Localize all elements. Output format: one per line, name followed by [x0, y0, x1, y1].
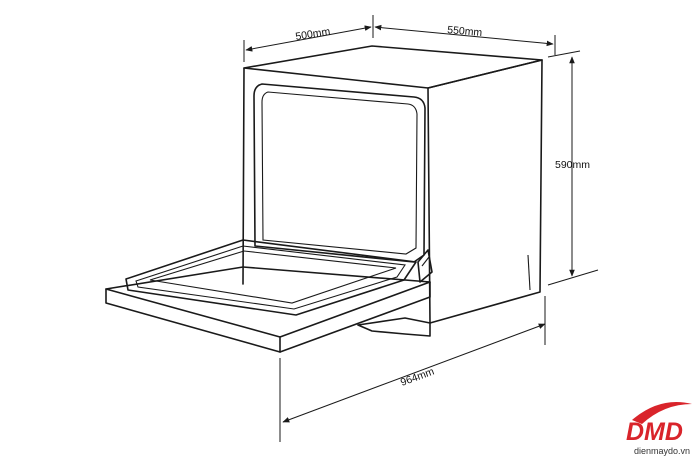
side-panel-groove [527, 254, 531, 291]
depth-label: 500mm [295, 26, 332, 43]
door-open-depth-label: 964mm [399, 365, 436, 388]
door-slab-front-edge [105, 288, 281, 353]
dimension-height: 590mm [547, 50, 599, 286]
width-label: 550mm [447, 24, 483, 39]
dishwasher-body [242, 45, 543, 337]
door-inner-panel-rim [149, 250, 397, 304]
door-slab-side-edge [279, 281, 431, 353]
height-label: 590mm [555, 159, 590, 171]
dimension-depth: 500mm [243, 15, 374, 62]
tub-opening [253, 83, 426, 263]
door-hinge [417, 249, 433, 283]
cabinet-base-plinth [357, 317, 431, 337]
tub-outer-frame [253, 83, 426, 263]
cabinet-side-face [427, 59, 543, 324]
dmd-logo: DMD dienmaydo.vn [626, 402, 692, 456]
logo-brand-text: DMD [626, 418, 683, 446]
dimension-width: 550mm [374, 24, 556, 55]
dimension-door-open-depth: 964mm [279, 296, 546, 442]
door-inner-panel-outer [125, 239, 417, 316]
cabinet-top-face [243, 45, 543, 89]
open-door [105, 239, 431, 353]
logo-site-text: dienmaydo.vn [634, 446, 690, 456]
cabinet-front-left-edge [242, 67, 245, 285]
logo-swoosh [632, 402, 692, 424]
tub-inner-frame [261, 91, 418, 255]
door-inner-panel-inner [135, 245, 406, 310]
door-slab-top [105, 266, 431, 338]
